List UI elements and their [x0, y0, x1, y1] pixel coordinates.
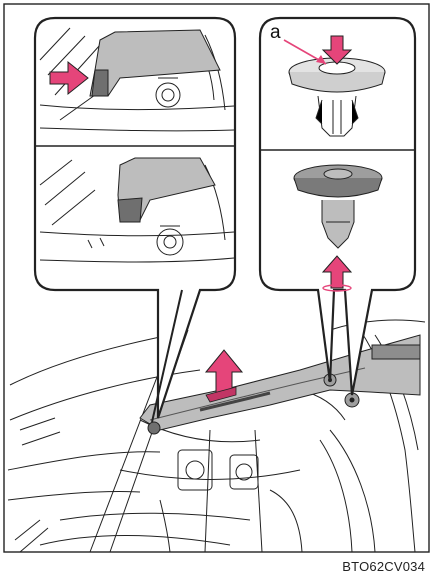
figure-code: BTO62CV034: [342, 559, 425, 574]
callout-label-a: a: [270, 23, 281, 42]
